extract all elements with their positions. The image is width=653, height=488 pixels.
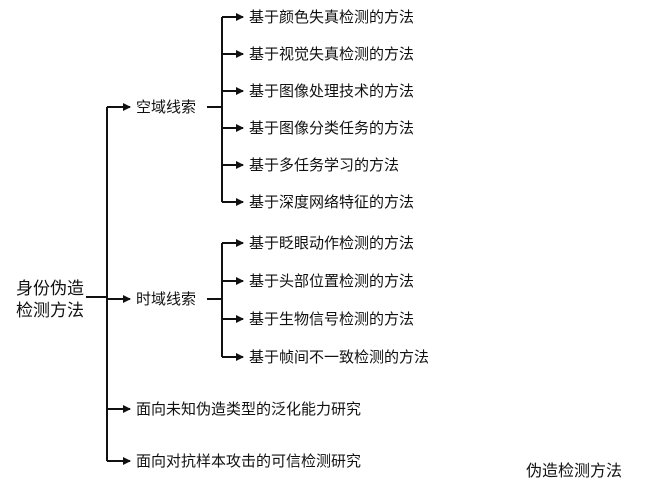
leaf-spatial-1: 基于颜色失真检测的方法 bbox=[249, 8, 415, 26]
leaf-temporal-4: 基于帧间不一致检测的方法 bbox=[249, 348, 430, 366]
leaf-spatial-4: 基于图像分类任务的方法 bbox=[249, 119, 415, 137]
diagram-caption: 伪造检测方法 bbox=[526, 461, 623, 480]
leaf-spatial-6: 基于深度网络特征的方法 bbox=[249, 193, 415, 211]
leaf-temporal-2: 基于头部位置检测的方法 bbox=[249, 272, 415, 290]
leaf-temporal-1: 基于眨眼动作检测的方法 bbox=[249, 234, 415, 252]
leaf-temporal-3: 基于生物信号检测的方法 bbox=[249, 310, 415, 328]
leaf-spatial-5: 基于多任务学习的方法 bbox=[249, 156, 400, 174]
branch-generalization-label: 面向未知伪造类型的泛化能力研究 bbox=[136, 400, 362, 418]
leaf-spatial-3: 基于图像处理技术的方法 bbox=[249, 82, 415, 100]
connector-lines bbox=[86, 13, 244, 465]
branch-adversarial-label: 面向对抗样本攻击的可信检测研究 bbox=[136, 452, 362, 470]
root-node: 身份伪造 检测方法 bbox=[0, 278, 84, 322]
root-label-line1: 身份伪造 bbox=[16, 279, 84, 299]
root-label-line2: 检测方法 bbox=[16, 301, 84, 321]
branch-temporal-label: 时域线索 bbox=[136, 290, 197, 308]
branch-spatial-label: 空域线索 bbox=[136, 98, 197, 116]
leaf-spatial-2: 基于视觉失真检测的方法 bbox=[249, 45, 415, 63]
